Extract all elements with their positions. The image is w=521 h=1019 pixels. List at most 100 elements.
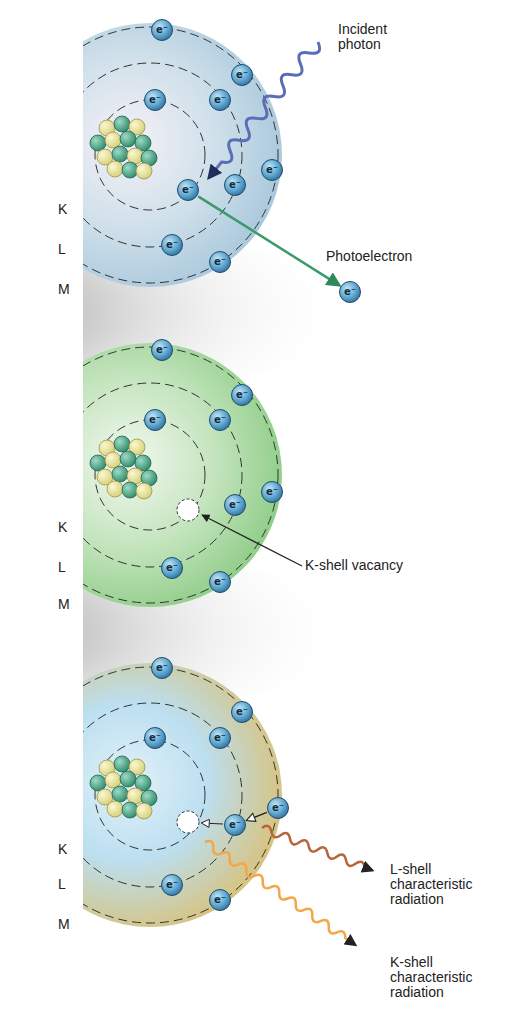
electron-symbol: e⁻ (209, 89, 231, 111)
electron-symbol: e⁻ (209, 409, 231, 431)
l-shell-orbit (83, 703, 242, 887)
electron-circle (178, 180, 199, 201)
electron-circle (232, 385, 253, 406)
electron-node: e⁻ (151, 19, 173, 41)
electron-node: e⁻ (209, 409, 231, 431)
electron-node: e⁻ (209, 89, 231, 111)
electron-circle (145, 728, 166, 749)
electron-symbol: e⁻ (151, 339, 173, 361)
callout-label: K-shell characteristic radiation (390, 955, 495, 1000)
callout-label: Incident photon (338, 22, 408, 52)
electron-circle (152, 658, 173, 679)
l-radiation-wave (261, 824, 374, 874)
shell-letter: K (58, 842, 67, 857)
vacancy-hole (177, 499, 199, 521)
k-radiation-wave (203, 839, 358, 948)
electron-symbol: e⁻ (209, 889, 231, 911)
electron-symbol: e⁻ (339, 281, 361, 303)
electron-symbol: e⁻ (261, 159, 283, 181)
electron-symbol: e⁻ (224, 494, 246, 516)
node-heading: Photoelectron (326, 248, 412, 264)
shell-letter: M (58, 917, 70, 932)
electron-symbol: e⁻ (261, 481, 283, 503)
atom-panel (83, 23, 282, 287)
electron-circle (225, 495, 246, 516)
electron-node: e⁻ (161, 234, 183, 256)
electron-circle (210, 890, 231, 911)
electron-symbol: e⁻ (224, 174, 246, 196)
electron-symbol: e⁻ (209, 571, 231, 593)
electron-node: e⁻ (151, 657, 173, 679)
shell-letter: M (58, 597, 70, 612)
photon-wave (204, 38, 323, 182)
electron-node: e⁻ (144, 89, 166, 111)
m-shell-orbit (83, 347, 278, 603)
electron-circle (162, 235, 183, 256)
shell-letter: K (58, 202, 67, 217)
electron-circle (268, 798, 289, 819)
callout-label: L-shell characteristic radiation (390, 862, 495, 907)
electron-circle (152, 340, 173, 361)
electron-node: e⁻ (224, 814, 246, 836)
electron-circle (232, 65, 253, 86)
electron-symbol: e⁻ (151, 19, 173, 41)
electron-node: e⁻ (231, 701, 253, 723)
electron-circle (232, 702, 253, 723)
leader-arrow (202, 515, 302, 566)
electron-node: e⁻ (261, 159, 283, 181)
k-radiation-wave (203, 839, 358, 948)
electron-node: e⁻ (231, 64, 253, 86)
electron-node: e⁻ (224, 494, 246, 516)
electron-node: e⁻ (161, 557, 183, 579)
electron-node: e⁻ (231, 384, 253, 406)
electron-circle (162, 558, 183, 579)
electron-circle (225, 815, 246, 836)
photon-wave (204, 38, 323, 182)
atom-discs (83, 23, 353, 927)
electron-symbol: e⁻ (144, 409, 166, 431)
electron-node: e⁻ (209, 889, 231, 911)
electron-node: e⁻ (224, 174, 246, 196)
electron-circle (210, 410, 231, 431)
atom-disc (83, 23, 282, 287)
l-shell-orbit (83, 63, 242, 247)
electron-symbol: e⁻ (144, 727, 166, 749)
electron-node: e⁻ (144, 727, 166, 749)
atom-panel (83, 663, 282, 927)
electron-circle (210, 90, 231, 111)
vacancy-hole (177, 811, 199, 833)
electron-symbol: e⁻ (267, 797, 289, 819)
electron-node: Photoelectrone⁻ (339, 281, 361, 303)
atom-disc (83, 343, 282, 607)
electron-symbol: e⁻ (231, 384, 253, 406)
electron-symbol: e⁻ (177, 179, 199, 201)
electron-symbol: e⁻ (161, 234, 183, 256)
m-shell-orbit (83, 27, 278, 283)
transition-arrow (247, 812, 267, 820)
electron-circle (210, 572, 231, 593)
electron-node: e⁻ (209, 251, 231, 273)
electron-circle (162, 875, 183, 896)
nucleus (90, 436, 157, 499)
electron-circle (262, 482, 283, 503)
photoelectron-path (198, 196, 339, 285)
electron-circle (210, 252, 231, 273)
electron-symbol: e⁻ (144, 89, 166, 111)
nucleus (90, 756, 157, 819)
electron-node: e⁻ (177, 179, 199, 201)
atom-disc (83, 663, 282, 927)
electron-symbol: e⁻ (161, 557, 183, 579)
electron-node: e⁻ (209, 727, 231, 749)
shell-letter: L (58, 242, 66, 257)
electron-circle (210, 728, 231, 749)
l-shell-orbit (83, 383, 242, 567)
m-shell-orbit (83, 667, 278, 923)
electron-circle (145, 90, 166, 111)
electron-symbol: e⁻ (209, 251, 231, 273)
callout-label: K-shell vacancy (305, 558, 403, 573)
